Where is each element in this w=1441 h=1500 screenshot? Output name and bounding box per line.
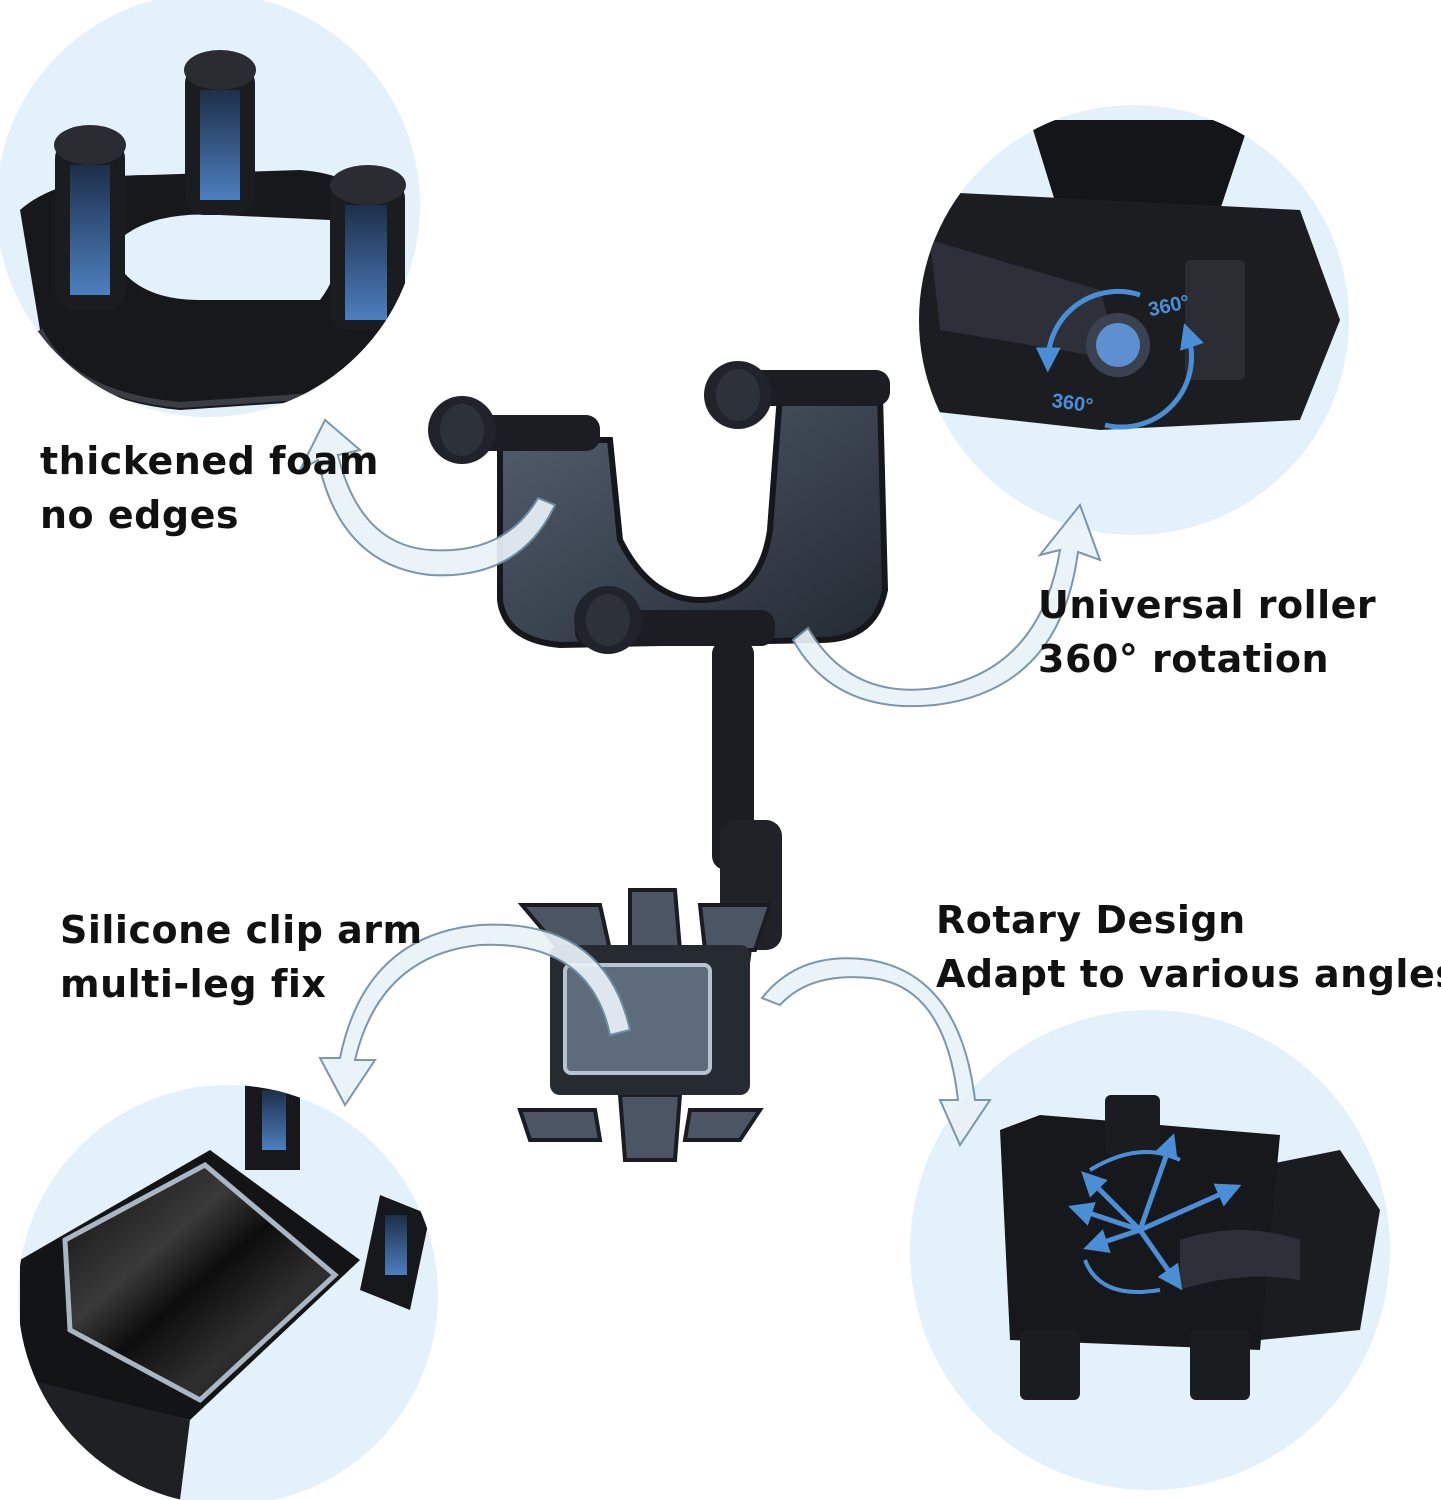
foam-caption-line2: no edges <box>40 493 239 537</box>
rotary-caption-line1: Rotary Design <box>936 898 1246 942</box>
roller-caption: Universal roller 360° rotation <box>1038 578 1376 686</box>
rotary-caption: Rotary Design Adapt to various angles <box>936 893 1441 1001</box>
foam-caption-line1: thickened foam <box>40 439 379 483</box>
phone-cradle-closeup <box>18 1085 438 1500</box>
foam-callout-arrow <box>297 418 557 577</box>
phone-cradle <box>517 888 773 1162</box>
clip-caption-line1: Silicone clip arm <box>60 908 423 952</box>
clip-caption-line2: multi-leg fix <box>60 962 327 1006</box>
clip-callout-arrow <box>318 923 632 1107</box>
rearview-mirror-phone-mount <box>428 361 890 1162</box>
ball-joint-closeup: 360° 360° <box>919 105 1349 535</box>
clip-caption: Silicone clip arm multi-leg fix <box>60 903 423 1011</box>
rotation-arrows-closeup <box>910 1010 1390 1490</box>
roller-caption-line2: 360° rotation <box>1038 637 1330 681</box>
rotary-callout-arrow <box>760 957 992 1148</box>
callout-arrows <box>297 418 1102 1148</box>
rotary-caption-line2: Adapt to various angles <box>936 952 1441 996</box>
mirror-clamp-knobs <box>428 361 890 654</box>
foam-caption: thickened foam no edges <box>40 434 379 542</box>
roller-callout-arrow <box>791 502 1102 708</box>
foam-clip-closeup <box>0 0 420 417</box>
roller-caption-line1: Universal roller <box>1038 583 1377 627</box>
